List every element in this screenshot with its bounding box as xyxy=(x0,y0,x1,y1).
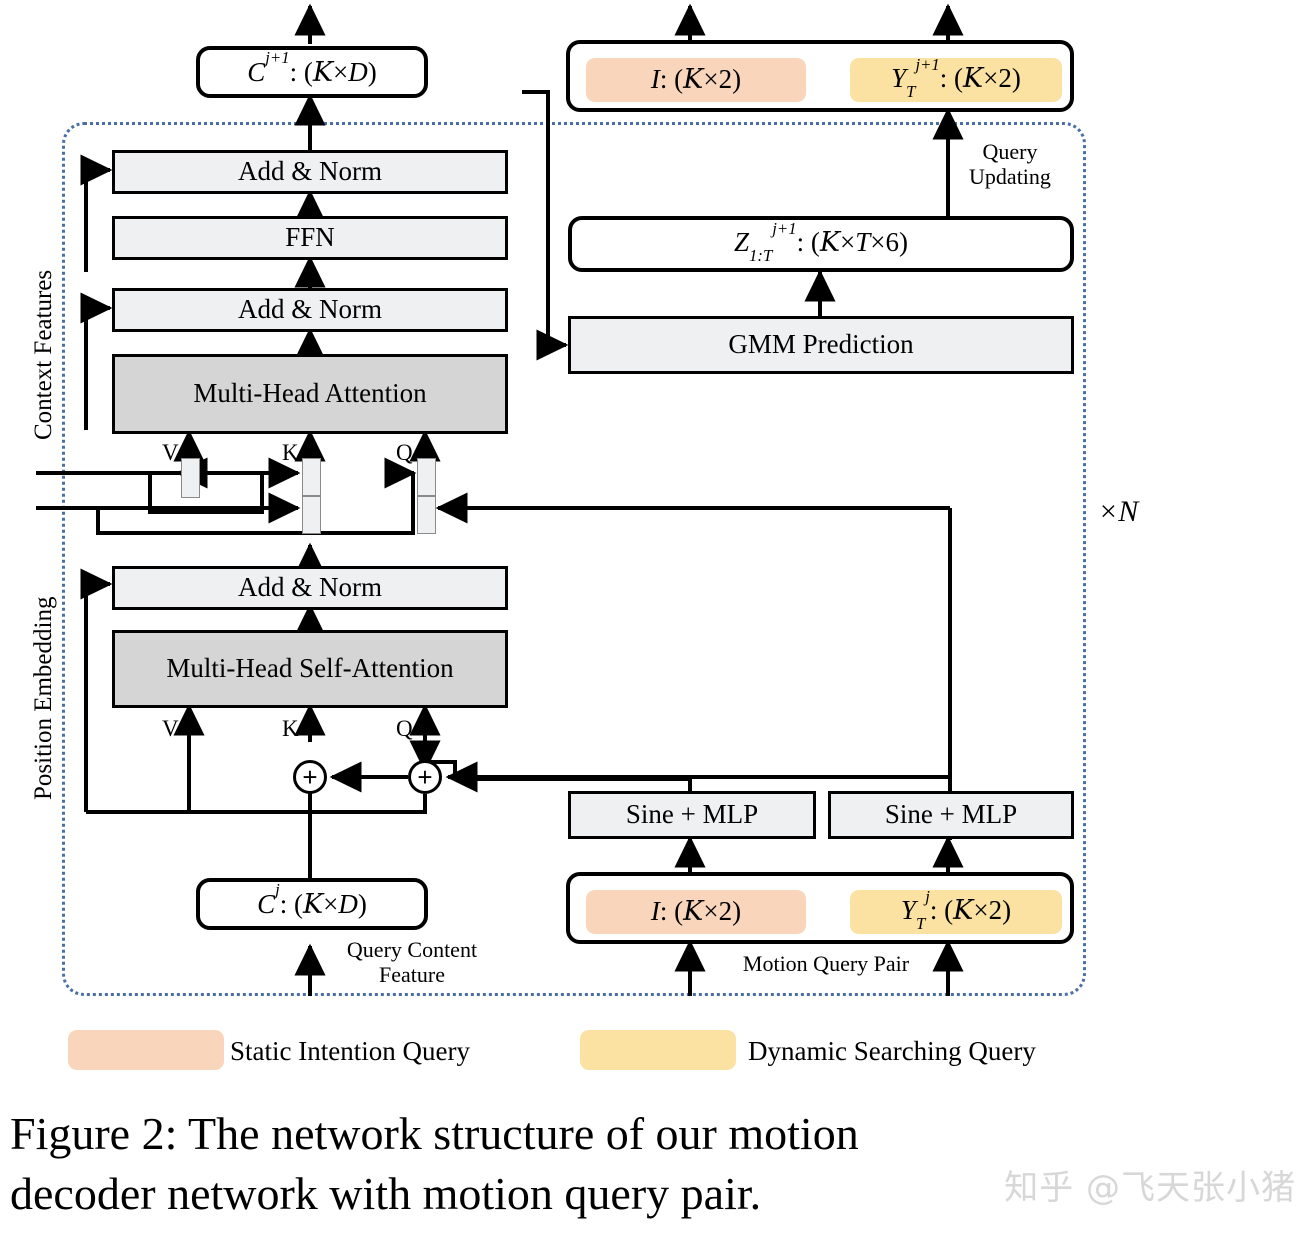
self-attn-k-label: K xyxy=(282,716,299,741)
ffn-block: FFN xyxy=(112,216,508,260)
add-operator-query: + xyxy=(408,760,442,794)
caption-line-2: decoder network with motion query pair. xyxy=(10,1167,762,1219)
legend-label-dynamic-searching: Dynamic Searching Query xyxy=(748,1036,1036,1066)
context-output-label: Cj+1: (K×D) xyxy=(247,48,377,88)
input-intention-chip: I: (K×2) xyxy=(586,890,806,934)
output-intention-label: I: (K×2) xyxy=(650,64,742,96)
sine-mlp-right-label: Sine + MLP xyxy=(884,799,1018,830)
query-content-label: Cj: (K×D) xyxy=(257,880,367,920)
self-attn-v-label: V xyxy=(162,716,179,741)
watermark: 知乎 @飞天张小猪 xyxy=(1004,1168,1296,1208)
legend-swatch-dynamic-searching xyxy=(580,1030,736,1070)
multi-head-attention-block: Multi-Head Attention xyxy=(112,354,508,434)
add-norm-block-3: Add & Norm xyxy=(112,566,508,610)
query-concat-bar-lower xyxy=(417,496,436,534)
output-trajectory-chip: YTj+1: (K×2) xyxy=(850,54,1062,102)
input-trajectory-label: YTj: (K×2) xyxy=(900,886,1012,934)
output-intention-chip: I: (K×2) xyxy=(586,58,806,102)
context-features-label: Context Features xyxy=(30,269,57,440)
multi-head-self-attention-label: Multi-Head Self-Attention xyxy=(166,653,454,684)
decoder-layer-dashed-container xyxy=(62,122,1086,996)
figure-caption: Figure 2: The network structure of our m… xyxy=(10,1104,1100,1224)
multi-head-attention-label: Multi-Head Attention xyxy=(193,378,427,409)
key-concat-bar-lower xyxy=(302,496,321,534)
sine-mlp-left-block: Sine + MLP xyxy=(568,791,816,839)
value-concat-bar xyxy=(181,458,200,498)
legend-swatch-static-intention xyxy=(68,1030,224,1070)
caption-line-1: Figure 2: The network structure of our m… xyxy=(10,1108,859,1159)
input-trajectory-chip: YTj: (K×2) xyxy=(850,886,1062,934)
add-operator-key: + xyxy=(293,760,327,794)
query-content-box: Cj: (K×D) xyxy=(196,878,428,930)
sine-mlp-left-label: Sine + MLP xyxy=(625,799,759,830)
add-norm-2-label: Add & Norm xyxy=(238,294,382,325)
add-norm-3-label: Add & Norm xyxy=(238,572,382,603)
gmm-prediction-block: GMM Prediction xyxy=(568,316,1074,374)
query-content-line2: Feature xyxy=(379,961,445,987)
repeat-n-label: ×N xyxy=(1098,495,1139,528)
sine-mlp-right-block: Sine + MLP xyxy=(828,791,1074,839)
ffn-label: FFN xyxy=(285,222,335,253)
query-content-line1: Query Content xyxy=(346,937,478,962)
legend-label-static-intention: Static Intention Query xyxy=(230,1036,470,1066)
gmm-prediction-label: GMM Prediction xyxy=(728,329,914,360)
input-intention-label: I: (K×2) xyxy=(650,896,742,928)
query-concat-bar-upper xyxy=(417,458,436,496)
output-trajectory-label: YTj+1: (K×2) xyxy=(891,54,1021,102)
gmm-output-box: Z1:Tj+1: (K×T×6) xyxy=(568,216,1074,272)
query-updating-line2: Updating xyxy=(969,163,1051,189)
gmm-output-label: Z1:Tj+1: (K×T×6) xyxy=(734,218,908,266)
query-updating-line1: Query xyxy=(982,139,1038,164)
add-norm-block-2: Add & Norm xyxy=(112,288,508,332)
query-content-annotation: Query Content Feature xyxy=(322,937,502,987)
position-embedding-label: Position Embedding xyxy=(30,596,57,800)
output-query-pair-box: I: (K×2) YTj+1: (K×2) xyxy=(566,40,1074,112)
input-query-pair-box: I: (K×2) YTj: (K×2) xyxy=(566,872,1074,944)
add-norm-1-label: Add & Norm xyxy=(238,156,382,187)
cross-attn-v-label: V xyxy=(162,440,179,465)
cross-attn-k-label: K xyxy=(282,440,299,465)
add-norm-block-1: Add & Norm xyxy=(112,150,508,194)
context-output-box: Cj+1: (K×D) xyxy=(196,46,428,98)
query-updating-annotation: Query Updating xyxy=(952,139,1068,189)
multi-head-self-attention-block: Multi-Head Self-Attention xyxy=(112,630,508,708)
motion-query-pair-annotation: Motion Query Pair xyxy=(742,951,910,976)
key-concat-bar-upper xyxy=(302,458,321,496)
self-attn-q-label: Q xyxy=(396,716,413,741)
cross-attn-q-label: Q xyxy=(396,440,413,465)
